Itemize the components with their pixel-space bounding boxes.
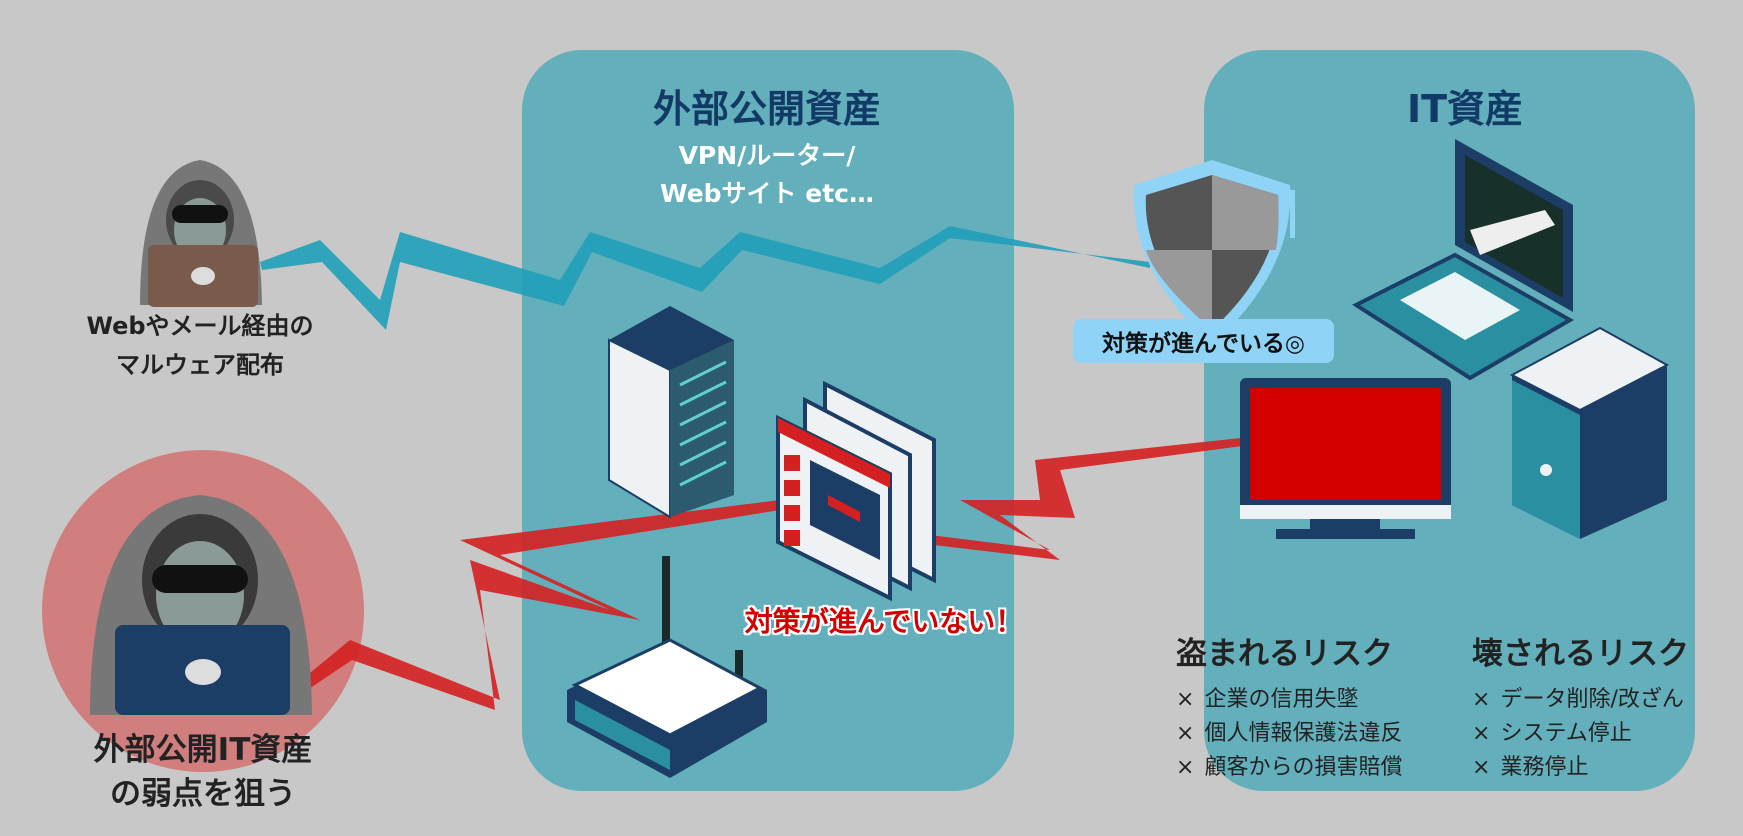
attacker-mail-label-2: マルウェア配布 bbox=[116, 351, 284, 379]
external-assets-title: 外部公開資産 bbox=[652, 87, 882, 131]
external-assets-panel bbox=[522, 50, 1014, 791]
red-attack-bolt-2 bbox=[890, 437, 1250, 560]
risk-item: ×システム停止 bbox=[1472, 721, 1632, 746]
destruction-risk-section: 壊されるリスク ×データ削除/改ざん ×システム停止 ×業務停止 bbox=[1472, 628, 1689, 785]
destruction-risk-title: 壊されるリスク bbox=[1472, 636, 1689, 672]
external-assets-subtitle-1: VPN/ルーター/ bbox=[678, 141, 856, 170]
desktop-tower-icon bbox=[1509, 326, 1670, 539]
shield-icon bbox=[1133, 160, 1295, 345]
it-assets-title: IT資産 bbox=[1406, 87, 1524, 131]
router-icon bbox=[567, 556, 767, 778]
red-attack-bolt bbox=[265, 500, 780, 715]
blue-attack-bolt bbox=[260, 226, 1150, 330]
web-windows-icon bbox=[776, 380, 936, 602]
risk-item: ×データ削除/改ざん bbox=[1472, 687, 1684, 712]
attacker-mail-label-1: Webやメール経由の bbox=[86, 312, 314, 340]
unprotected-label: 対策が進んでいない！ bbox=[744, 605, 1024, 638]
risk-item: ×企業の信用失墜 bbox=[1176, 687, 1359, 712]
laptop-icon bbox=[1351, 139, 1575, 381]
risk-item: ×顧客からの損害賠償 bbox=[1176, 755, 1403, 780]
attacker-exposed-label-2: の弱点を狙う bbox=[110, 776, 296, 812]
protected-badge: 対策が進んでいる◎ bbox=[1073, 319, 1334, 363]
monitor-icon bbox=[1240, 378, 1451, 539]
hacker-icon bbox=[140, 160, 262, 307]
theft-risk-section: 盗まれるリスク ×企業の信用失墜 ×個人情報保護法違反 ×顧客からの損害賠償 bbox=[1176, 628, 1402, 785]
server-rack-icon bbox=[608, 306, 734, 519]
risk-item: ×業務停止 bbox=[1472, 755, 1589, 780]
risk-item: ×個人情報保護法違反 bbox=[1176, 721, 1403, 746]
theft-risk-title: 盗まれるリスク bbox=[1176, 636, 1393, 672]
attacker-exposed-label-1: 外部公開IT資産 bbox=[93, 732, 313, 768]
hacker-icon-2 bbox=[90, 495, 312, 715]
external-assets-subtitle-2: Webサイト etc… bbox=[660, 179, 874, 208]
